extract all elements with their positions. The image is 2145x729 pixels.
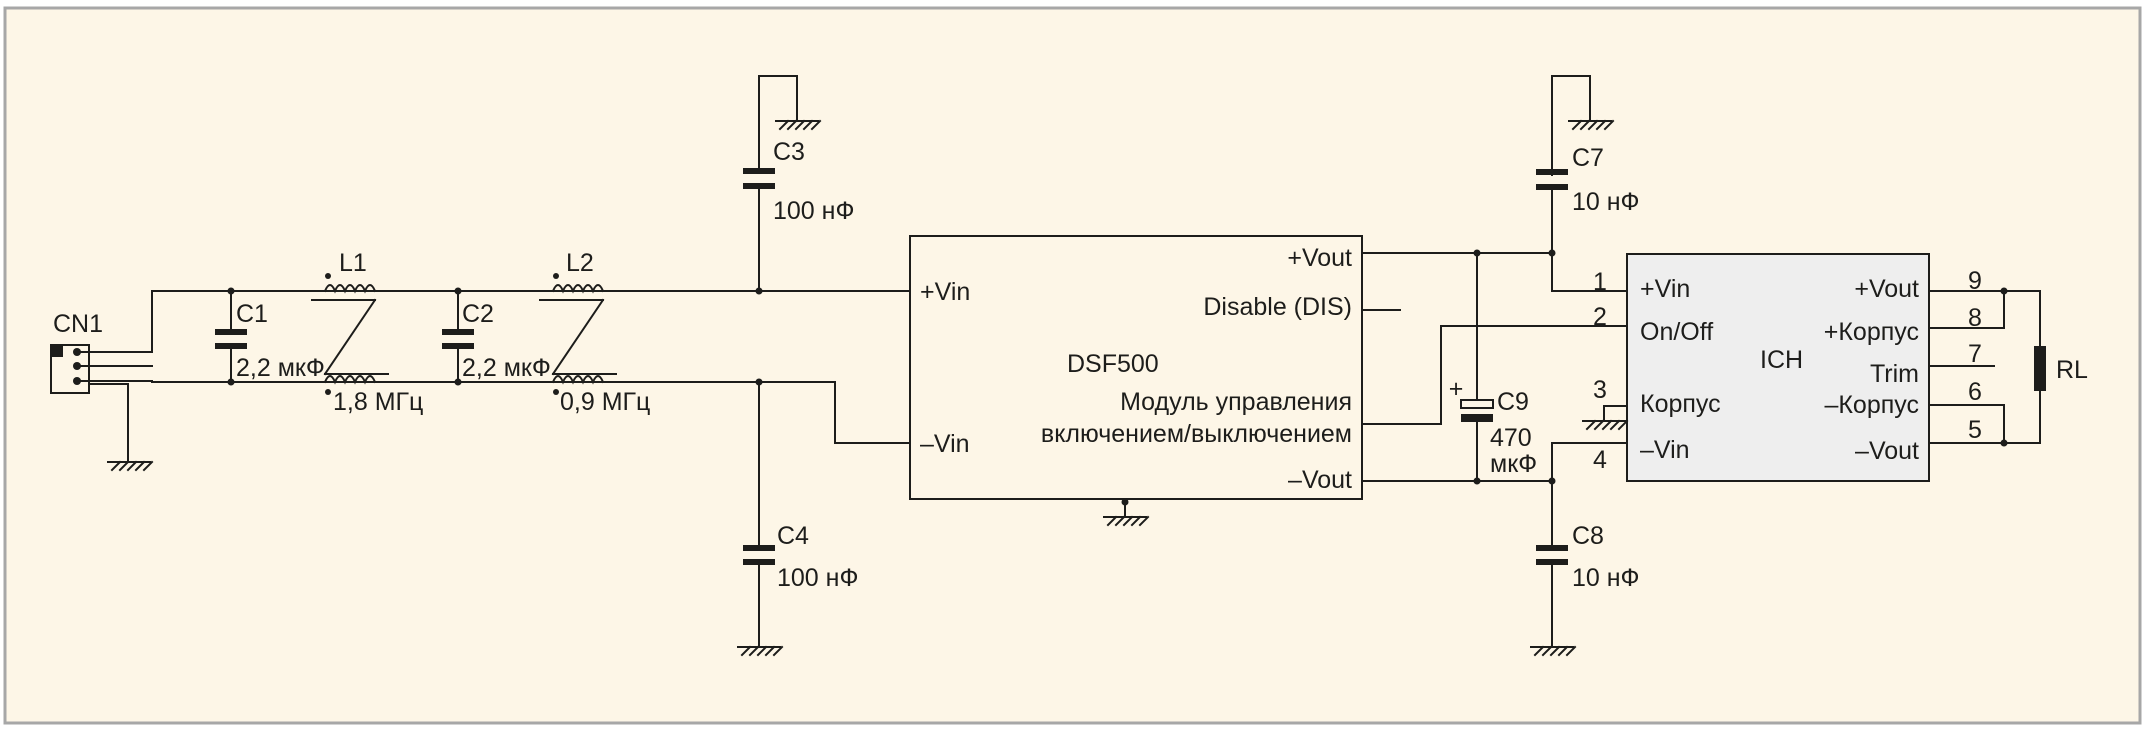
dsf-vin-minus: –Vin xyxy=(920,430,970,458)
ich-pin-1: 1 +Vin xyxy=(1593,268,1690,303)
svg-text:On/Off: On/Off xyxy=(1640,318,1713,346)
dsf-vout-plus: +Vout xyxy=(1287,244,1352,272)
svg-text:Trim: Trim xyxy=(1870,360,1919,388)
svg-text:+Vin: +Vin xyxy=(1640,275,1690,303)
capacitor-c7 xyxy=(1536,75,1615,254)
wire-vout-minus xyxy=(1361,442,1628,482)
c7-value: 10 нФ xyxy=(1572,188,1640,216)
capacitor-c9 xyxy=(1460,252,1494,482)
svg-text:+Корпус: +Корпус xyxy=(1824,318,1919,346)
c2-value: 2,2 мкФ xyxy=(462,354,551,382)
svg-text:Корпус: Корпус xyxy=(1640,390,1721,418)
dsf-vin-plus: +Vin xyxy=(920,278,970,306)
svg-text:9: 9 xyxy=(1968,267,1982,295)
ich-pin-8: +Корпус 8 xyxy=(1824,290,2005,346)
connector-cn1 xyxy=(50,290,911,461)
c9-label: C9 xyxy=(1497,388,1529,416)
capacitor-c1 xyxy=(215,287,247,386)
c2-label: C2 xyxy=(462,300,494,328)
svg-text:–Vin: –Vin xyxy=(1640,436,1690,464)
l1-label: L1 xyxy=(339,249,367,277)
dsf-disable: Disable (DIS) xyxy=(1203,293,1352,321)
dsf-desc-line2: включением/выключением xyxy=(1041,420,1352,448)
svg-text:1: 1 xyxy=(1593,268,1607,296)
load-resistor-rl xyxy=(2034,346,2046,391)
ich-pin-7: Trim 7 xyxy=(1870,340,1995,388)
dsf-desc-line1: Модуль управления xyxy=(1120,388,1352,416)
svg-text:3: 3 xyxy=(1593,376,1607,404)
rl-label: RL xyxy=(2056,356,2088,384)
dsf-vout-minus: –Vout xyxy=(1288,466,1352,494)
ich-pin-9: +Vout 9 xyxy=(1854,267,2041,354)
c7-label: C7 xyxy=(1572,144,1604,172)
svg-text:4: 4 xyxy=(1593,446,1607,474)
c1-value: 2,2 мкФ xyxy=(236,354,325,382)
wire-on-off xyxy=(1361,325,1628,425)
svg-text:8: 8 xyxy=(1968,304,1982,332)
capacitor-c3 xyxy=(743,75,822,295)
ich-name: ICH xyxy=(1760,346,1803,374)
dsf-name: DSF500 xyxy=(1067,350,1159,378)
ich-pin-4: 4 –Vin xyxy=(1593,436,1690,474)
c9-value-line1: 470 xyxy=(1490,424,1532,452)
c1-label: C1 xyxy=(236,300,268,328)
ground-dsf xyxy=(1103,498,1150,527)
capacitor-c4 xyxy=(737,378,784,657)
svg-text:2: 2 xyxy=(1593,303,1607,331)
c8-value: 10 нФ xyxy=(1572,564,1640,592)
c4-label: C4 xyxy=(777,522,809,550)
capacitor-c8 xyxy=(1530,480,1577,657)
c8-label: C8 xyxy=(1572,522,1604,550)
l2-freq: 0,9 МГц xyxy=(560,388,650,416)
c3-value: 100 нФ xyxy=(773,197,854,225)
l1-freq: 1,8 МГц xyxy=(333,388,423,416)
inductor-l2 xyxy=(539,273,617,395)
ich-pin-3: 3 Корпус xyxy=(1582,376,1721,431)
inductor-l1 xyxy=(311,273,389,395)
ich-pin-2: 2 On/Off xyxy=(1593,303,1713,346)
c4-value: 100 нФ xyxy=(777,564,858,592)
capacitor-c2 xyxy=(442,287,474,386)
ich-pin-5: –Vout 5 xyxy=(1855,389,2041,465)
svg-text:6: 6 xyxy=(1968,378,1982,406)
wire-vout-plus xyxy=(1361,252,1628,292)
ich-pin-6: –Корпус 6 xyxy=(1824,378,2005,444)
svg-text:–Корпус: –Корпус xyxy=(1824,391,1919,419)
c9-value-line2: мкФ xyxy=(1490,450,1537,478)
svg-text:+Vout: +Vout xyxy=(1854,275,1919,303)
c3-label: C3 xyxy=(773,138,805,166)
svg-text:–Vout: –Vout xyxy=(1855,437,1919,465)
ich-module xyxy=(1626,253,1930,482)
l2-label: L2 xyxy=(566,249,594,277)
cn1-label: CN1 xyxy=(53,310,103,338)
dsf500-module xyxy=(909,235,1363,500)
svg-text:5: 5 xyxy=(1968,416,1982,444)
c9-polarity: + xyxy=(1449,375,1464,403)
svg-text:7: 7 xyxy=(1968,340,1982,368)
ground-cn1 xyxy=(107,460,154,472)
